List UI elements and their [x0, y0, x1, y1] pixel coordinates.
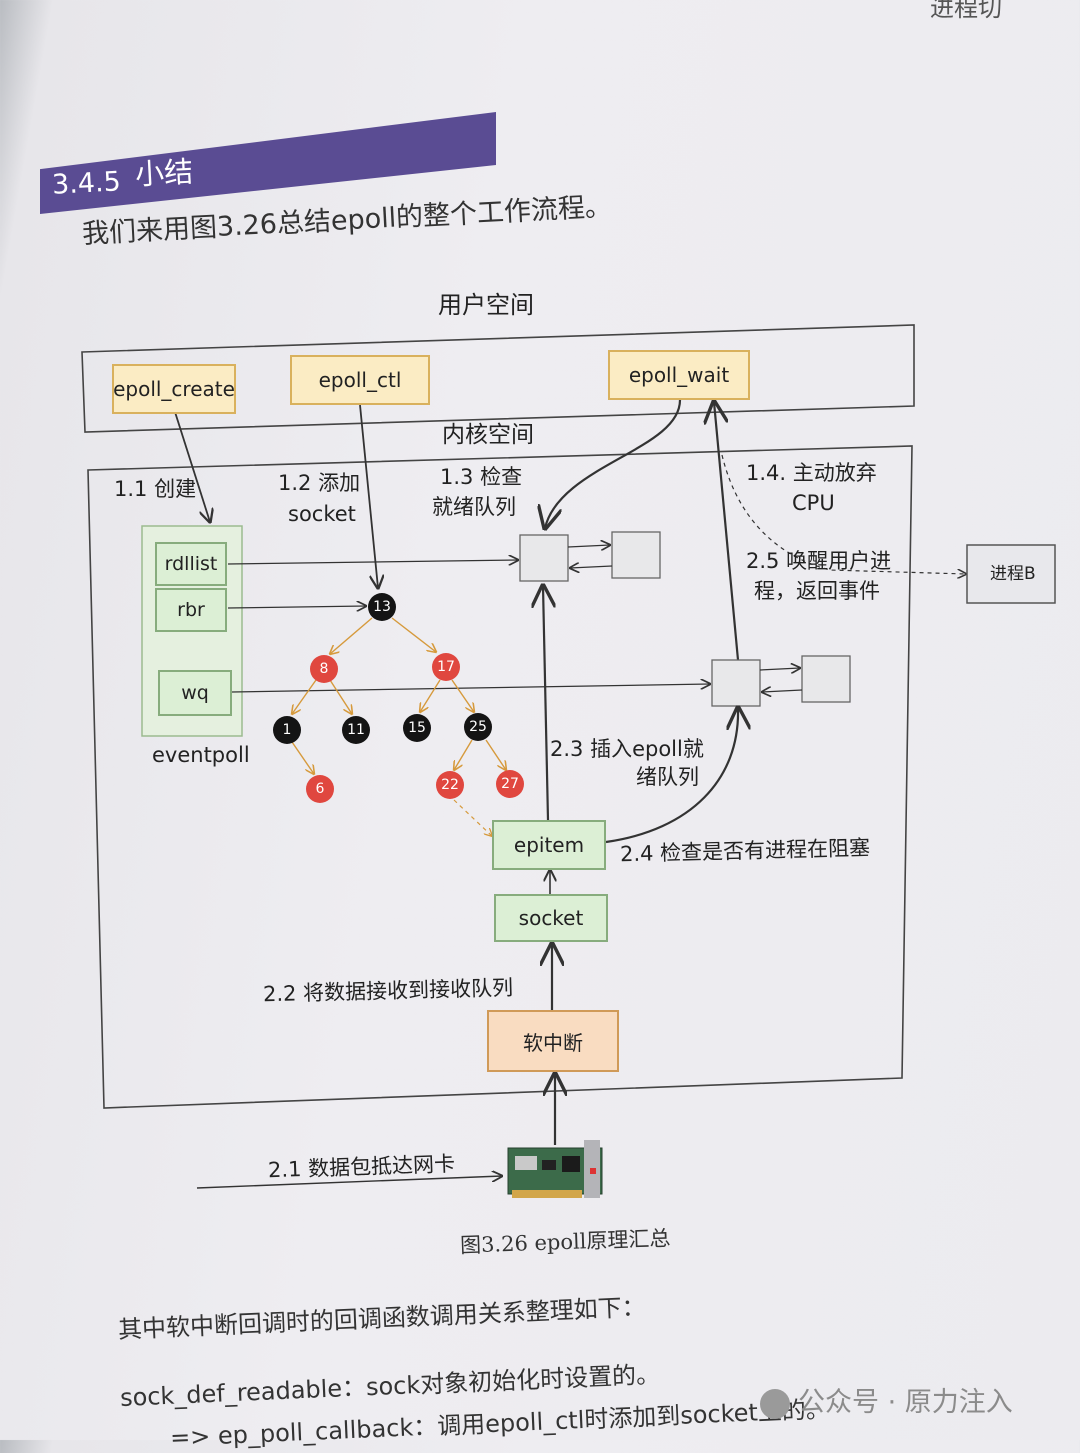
epoll-wait-box: epoll_wait [608, 350, 750, 400]
step-1-4-label-b: CPU [792, 491, 835, 515]
rbr-field: rbr [155, 588, 227, 632]
wechat-icon [760, 1388, 790, 1419]
kernel-space-frame [87, 445, 913, 1109]
step-1-2-label-a: 1.2 添加 [278, 471, 361, 495]
step-1-3-label-a: 1.3 检查 [440, 465, 523, 489]
kernel-space-label: 内核空间 [442, 422, 534, 448]
page-header-corner: 进程切 [930, 0, 1002, 22]
step-2-3-label-b: 绪队列 [636, 765, 699, 789]
tree-node-25: 25 [464, 713, 492, 741]
tree-node-27: 27 [496, 770, 524, 798]
epoll-create-box: epoll_create [112, 364, 236, 414]
eventpoll-label: eventpoll [152, 743, 250, 767]
tree-node-13: 13 [368, 593, 396, 621]
step-1-4-label-a: 1.4. 主动放弃 [746, 461, 877, 485]
step-1-2-label-b: socket [288, 502, 356, 526]
step-2-5-label-a: 2.5 唤醒用户进 [746, 549, 892, 573]
epitem-box: epitem [492, 820, 606, 870]
step-1-1-label: 1.1 创建 [114, 477, 197, 501]
tree-node-15: 15 [403, 714, 431, 742]
network-card-icon [507, 1140, 603, 1198]
tree-node-11: 11 [342, 716, 370, 744]
step-1-3-label-b: 就绪队列 [432, 495, 516, 519]
tree-node-1: 1 [273, 716, 301, 744]
softirq-box: 软中断 [487, 1010, 619, 1072]
epoll-ctl-box: epoll_ctl [290, 355, 430, 405]
step-2-3-label-a: 2.3 插入epoll就 [550, 737, 704, 761]
watermark-text: 公众号 · 原力注入 [798, 1387, 1013, 1418]
socket-box: socket [494, 894, 608, 942]
process-b-label: 进程B [990, 564, 1036, 584]
user-space-label: 用户空间 [438, 291, 534, 319]
wq-field: wq [158, 670, 232, 716]
tree-node-17: 17 [432, 653, 460, 681]
tree-node-6: 6 [306, 775, 334, 803]
tree-node-22: 22 [436, 771, 464, 799]
tree-node-8: 8 [310, 655, 338, 683]
watermark: 公众号 · 原力注入 [760, 1380, 1013, 1419]
user-space-frame [81, 324, 915, 433]
rdllist-field: rdllist [155, 542, 227, 586]
step-2-5-label-b: 程，返回事件 [754, 579, 880, 603]
